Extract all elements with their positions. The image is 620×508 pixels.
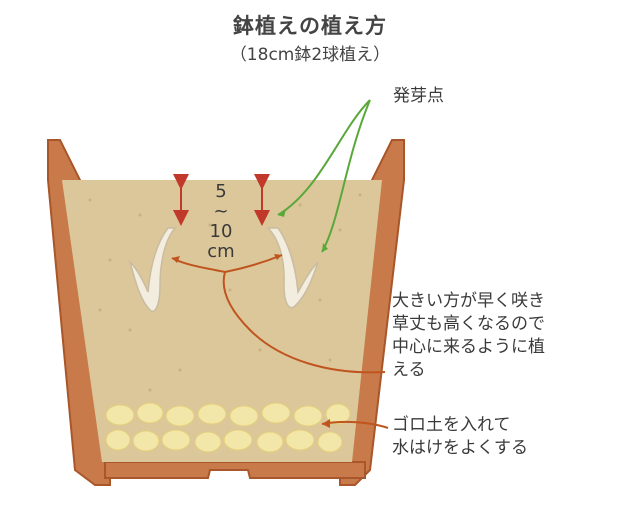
page-subtitle: （18cm鉢2球植え） [229, 45, 391, 65]
bulb-right [266, 227, 319, 309]
center-note-line-3: 中心に来るように植 [392, 337, 545, 357]
label-bud-point: 発芽点 [393, 86, 444, 106]
soil-texture [88, 193, 362, 392]
depth-value-max: 10 [209, 221, 233, 242]
depth-unit: cm [207, 241, 235, 262]
soil [62, 180, 382, 462]
label-center-note: 大きい方が早く咲き 草丈も高くなるので 中心に来るように植 える [392, 290, 545, 382]
center-note-line-2: 草丈も高くなるので [392, 314, 545, 334]
bud-pointers [277, 99, 371, 253]
center-note-line-1: 大きい方が早く咲き [392, 291, 545, 311]
bulb-left [128, 227, 177, 312]
gravel-note-line-2: 水はけをよくする [392, 438, 528, 458]
gravel-note-line-1: ゴロ土を入れて [392, 415, 511, 435]
depth-tilde: ~ [213, 201, 229, 222]
label-gravel-note: ゴロ土を入れて 水はけをよくする [392, 414, 528, 460]
depth-arrows [173, 174, 270, 226]
depth-value-min: 5 [215, 181, 227, 202]
page-title: 鉢植えの植え方 [233, 14, 387, 38]
depth-label: 5 ~ 10 cm [198, 182, 244, 262]
gravel-layer [105, 402, 351, 453]
pot-base [104, 461, 366, 479]
center-note-line-4: える [392, 360, 426, 380]
